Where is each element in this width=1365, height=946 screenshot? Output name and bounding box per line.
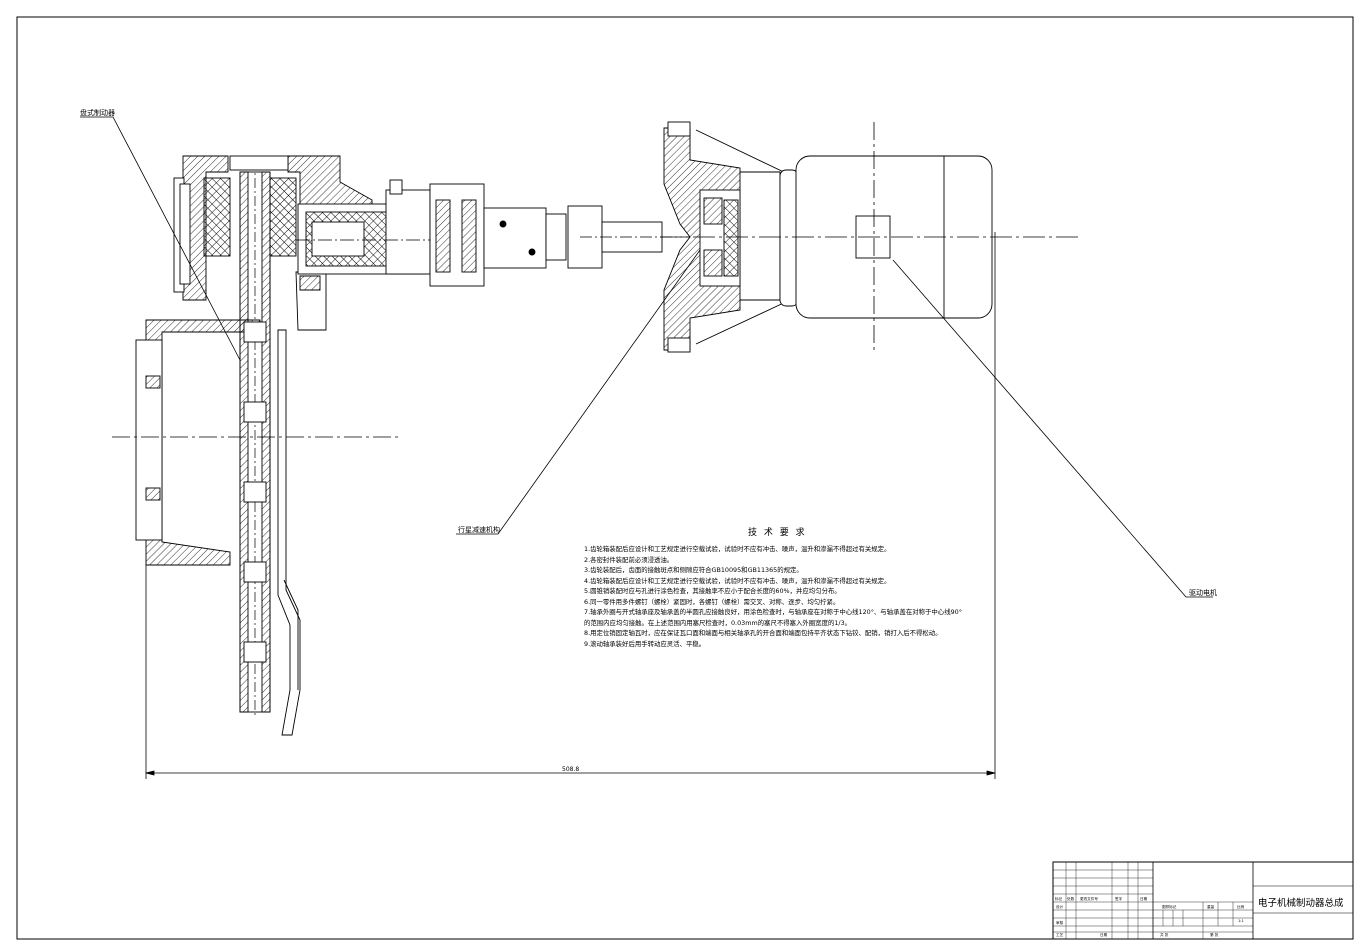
drawing-frame: [16, 16, 1354, 940]
tech-requirement-item: 8.用定位销固定轴瓦时，应在保证瓦口面和端面与相关轴承孔的开合面和端面包持平齐状…: [584, 629, 942, 637]
tb-label-weight: 重量: [1207, 905, 1215, 909]
tb-label-change-doc: 更改文件号: [1080, 897, 1098, 901]
tb-label-date: 日期: [1140, 897, 1148, 901]
tb-label-review: 审核: [1056, 921, 1064, 925]
tech-requirement-item: 4.齿轮箱装配后应设计和工艺规定进行空载试验，试验时不应有冲击、噪声，温升和渗漏…: [584, 576, 891, 585]
drawing-name: 电子机械制动器总成: [1258, 898, 1344, 909]
overall-dimension: [145, 232, 996, 779]
drive-motor-assembly: [660, 121, 1080, 353]
tb-label-drawing-mark: 图样标记: [1162, 905, 1177, 909]
tech-requirements-title: 技 术 要 求: [748, 528, 807, 538]
tb-label-total-sheets: 共 张: [1160, 933, 1169, 937]
tb-label-sign: 签字: [1115, 897, 1123, 901]
tech-requirement-item: 1.齿轮箱装配后应设计和工艺规定进行空载试验，试验时不应有冲击、噪声，温升和渗漏…: [584, 545, 891, 553]
planetary-reducer-assembly: [296, 179, 690, 287]
tech-requirement-item: 7.轴承外圈与开式轴承座及轴承盖的半圆孔应接触良好，用涂色检查时，与轴承座在对称…: [584, 608, 962, 627]
dimension-value: 508.8: [562, 766, 580, 773]
leader-lines: [80, 116, 1213, 598]
drive-motor-label: 驱动电机: [1189, 589, 1217, 597]
tech-requirement-item: 5.圆锥销装配时应与孔进行涂色检查，其接触率不应小于配合长度的60%，并应均匀分…: [584, 587, 841, 595]
tech-requirement-item: 2.各密封件装配前必须浸透油。: [584, 555, 674, 564]
tech-requirement-item: 6.同一零件用多件螺钉（螺栓）紧固时，各螺钉（螺栓）需交叉、对称、逐步、均匀拧紧…: [584, 597, 840, 606]
tb-label-design: 设计: [1056, 905, 1064, 909]
tech-requirements-list: 1.齿轮箱装配后应设计和工艺规定进行空载试验，试验时不应有冲击、噪声，温升和渗漏…: [584, 544, 964, 649]
tb-label-scale: 比例: [1237, 905, 1245, 909]
tb-label-count: 处数: [1067, 897, 1075, 901]
tech-requirement-item: 9.滚动轴承装好后用手转动应灵活、平稳。: [584, 639, 706, 648]
disc-brake-assembly: [112, 155, 400, 736]
tb-scale-value: 1:1: [1238, 919, 1244, 923]
title-block: [1052, 861, 1354, 940]
tb-label-sheet-no: 第 张: [1210, 933, 1219, 937]
tb-label-date-2: 日期: [1100, 933, 1108, 937]
tb-label-process: 工艺: [1056, 933, 1064, 937]
tb-label-mark: 标记: [1055, 897, 1063, 901]
disc-brake-label: 盘式制动器: [80, 109, 115, 117]
tech-requirement-item: 3.齿轮装配后，齿面的接触斑点和侧隙应符合GB10095和GB11365的规定。: [584, 566, 803, 574]
planetary-reducer-label: 行星减速机构: [458, 526, 500, 534]
